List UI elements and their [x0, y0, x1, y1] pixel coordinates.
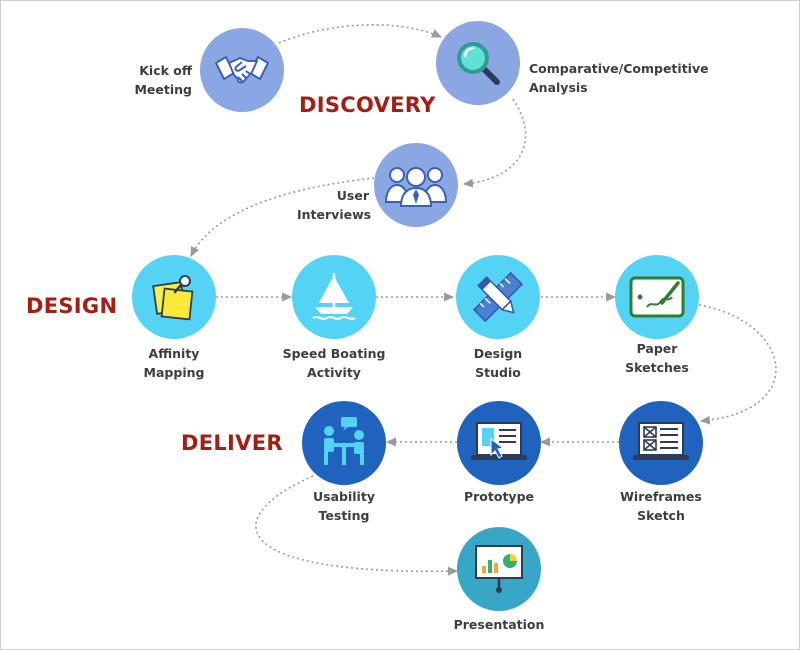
- kickoff-meeting-label: Kick off Meeting: [122, 61, 192, 99]
- sketch-tablet-icon: [629, 276, 685, 318]
- usability-testing-label: Usability Testing: [294, 487, 394, 525]
- presentation-line1: Presentation: [453, 617, 545, 632]
- paper-sketches-node: [615, 255, 699, 339]
- speedboat-line1: Speed Boating: [282, 346, 386, 361]
- presentation-board-icon: [475, 545, 523, 593]
- kickoff-line1: Kick off: [139, 63, 192, 78]
- affinity-line1: Affinity: [148, 346, 200, 361]
- design-studio-node: [456, 255, 540, 339]
- wireframe-laptop-icon: [633, 422, 689, 460]
- design-studio-label: Design Studio: [448, 344, 548, 382]
- kickoff-line2: Meeting: [134, 82, 192, 97]
- prototype-line1: Prototype: [463, 489, 535, 504]
- phase-design-title: DESIGN: [26, 294, 118, 318]
- comparative-analysis-node: [436, 21, 520, 105]
- pencil-ruler-icon: [472, 271, 524, 323]
- usability-line1: Usability: [313, 489, 375, 504]
- usability-testing-node: [302, 401, 386, 485]
- studio-line1: Design: [473, 346, 523, 361]
- usability-testing-icon: [324, 417, 364, 465]
- prototype-laptop-icon: [471, 422, 527, 460]
- presentation-node: [457, 527, 541, 611]
- arrow-interviews-to-affinity: [190, 177, 375, 258]
- arrow-kickoff-to-comparative: [278, 24, 443, 44]
- handshake-icon: [215, 56, 269, 84]
- magnifier-icon: [457, 42, 500, 85]
- studio-line2: Studio: [475, 365, 521, 380]
- affinity-mapping-label: Affinity Mapping: [124, 344, 224, 382]
- phase-deliver-title: DELIVER: [181, 431, 283, 455]
- speed-boating-node: [292, 255, 376, 339]
- comparative-line1: Comparative/Competitive: [529, 61, 709, 76]
- comparative-analysis-label: Comparative/Competitive Analysis: [529, 59, 719, 97]
- prototype-node: [457, 401, 541, 485]
- phase-discovery-title: DISCOVERY: [299, 93, 436, 117]
- interviews-line2: Interviews: [297, 207, 372, 222]
- presentation-label: Presentation: [439, 615, 559, 634]
- paper-sketches-label: Paper Sketches: [607, 339, 707, 377]
- prototype-label: Prototype: [449, 487, 549, 506]
- usability-line2: Testing: [318, 508, 370, 523]
- speed-boating-label: Speed Boating Activity: [274, 344, 394, 382]
- wireframes-sketch-label: Wireframes Sketch: [601, 487, 721, 525]
- users-group-icon: [384, 167, 448, 207]
- paper-line2: Sketches: [625, 360, 689, 375]
- comparative-line2: Analysis: [529, 80, 588, 95]
- wireframes-line1: Wireframes: [620, 489, 702, 504]
- wireframes-sketch-node: [619, 401, 703, 485]
- sticky-notes-icon: [152, 275, 194, 321]
- interviews-line1: User: [336, 188, 369, 203]
- user-interviews-node: [374, 143, 458, 227]
- user-interviews-label: User Interviews: [297, 186, 372, 224]
- affinity-line2: Mapping: [143, 365, 205, 380]
- paper-line1: Paper: [636, 341, 678, 356]
- arrow-usability-to-presentation: [255, 475, 459, 576]
- affinity-mapping-node: [132, 255, 216, 339]
- arrow-paper-to-wireframes: [698, 304, 777, 425]
- sailboat-icon: [312, 273, 356, 320]
- speedboat-line2: Activity: [307, 365, 361, 380]
- kickoff-meeting-node: [200, 28, 284, 112]
- arrow-comparative-to-interviews: [462, 98, 527, 188]
- wireframes-line2: Sketch: [637, 508, 685, 523]
